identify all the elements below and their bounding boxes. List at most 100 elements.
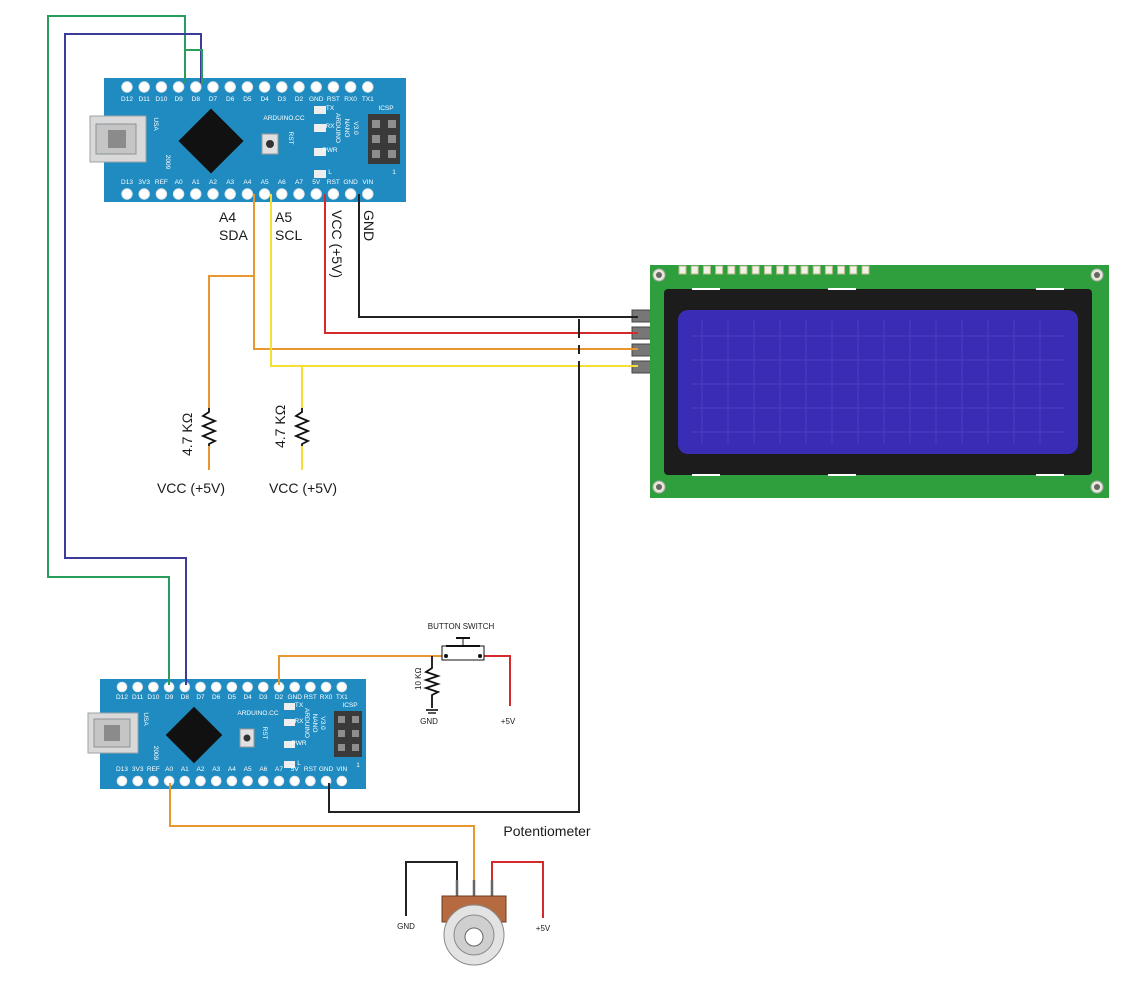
pin-label: D7 <box>209 96 218 103</box>
led-label-l: L <box>297 760 301 767</box>
pot-gnd-label: GND <box>397 922 415 931</box>
pin-rst <box>327 188 340 200</box>
pin-d13 <box>116 775 128 787</box>
pullup-left-supply: VCC (+5V) <box>157 480 225 496</box>
icsp-label: ICSP <box>378 105 393 112</box>
a5-label: A5 <box>275 209 292 225</box>
pin-label: A5 <box>261 179 269 186</box>
pin-d11 <box>132 681 144 693</box>
model-line-3: V3.0 <box>319 716 326 730</box>
button-resistor-value: 10 KΩ <box>414 668 423 690</box>
pin-label: D10 <box>147 694 159 701</box>
pot-vcc-label: +5V <box>536 924 551 933</box>
button-switch[interactable] <box>441 637 485 661</box>
wire-green-d9 <box>47 15 186 685</box>
pin-a5 <box>242 775 253 787</box>
led-label-rx: RX <box>294 718 304 725</box>
pin-label: 3V3 <box>138 179 150 186</box>
pin-a3 <box>210 775 222 787</box>
pin-label: D11 <box>132 694 144 701</box>
pin-d6 <box>224 81 236 93</box>
year-label: 2009 <box>164 155 171 170</box>
pin-label: A5 <box>244 766 252 773</box>
wire-black-pot-gnd <box>405 861 458 916</box>
pin-rx0 <box>344 81 357 93</box>
lcd-header-pin <box>690 265 699 275</box>
brand-label: ARDUINO.CC <box>263 115 304 122</box>
pin-rst <box>305 775 316 787</box>
pin-label: D8 <box>181 694 190 701</box>
pin-rst <box>327 81 340 93</box>
wire-orange-pullup <box>208 275 254 408</box>
wire-orange-d2 <box>278 655 442 685</box>
pin-d8 <box>179 681 191 693</box>
pin-5v <box>289 775 300 787</box>
pin-ref <box>155 188 168 200</box>
pin-a3 <box>224 188 236 200</box>
icsp-pin1-label: 1 <box>356 762 360 769</box>
lcd-header-pin <box>800 265 809 275</box>
pin-d13 <box>121 188 133 200</box>
wire-black-gnd-bottom <box>328 319 580 813</box>
pin-d7 <box>195 681 206 693</box>
pin-a4 <box>241 188 254 200</box>
pin-label: D4 <box>260 96 269 103</box>
pin-d4 <box>258 81 271 93</box>
pin-gnd <box>310 81 322 93</box>
pin-d4 <box>242 681 253 693</box>
pin-a7 <box>273 775 285 787</box>
status-leds: TX RX PWR L <box>284 702 307 768</box>
pin-label: 5V <box>291 766 300 773</box>
wire-yellow-scl <box>270 194 638 367</box>
pin-a0 <box>172 188 185 200</box>
lcd-header-pin <box>751 265 760 275</box>
lcd-header-pins <box>678 265 870 275</box>
pin-label: A0 <box>165 766 173 773</box>
pin-label: D11 <box>138 96 150 103</box>
lcd-header-pin <box>727 265 736 275</box>
board-pcb <box>100 679 366 789</box>
pin-tx1 <box>362 81 374 93</box>
pin-label: VIN <box>336 766 347 773</box>
brand-label: ARDUINO.CC <box>237 710 278 717</box>
pin-a5 <box>258 188 271 200</box>
lcd-header-pin <box>763 265 772 275</box>
pin-d8 <box>190 81 202 93</box>
pin-label: D13 <box>116 766 128 773</box>
button-switch-title: BUTTON SWITCH <box>428 622 495 631</box>
lcd-header-pin <box>849 265 858 275</box>
potentiometer-title: Potentiometer <box>503 823 590 839</box>
usa-label: USA <box>142 712 149 726</box>
lcd-header-pin <box>715 265 724 275</box>
arduino-nano-bottom: USA 2009 ARDUINO.CC RST TX RX PWR L ARDU… <box>87 679 366 789</box>
pin-label: D4 <box>243 694 252 701</box>
pin-d11 <box>138 81 150 93</box>
pin-label: REF <box>155 179 168 186</box>
pin-label: D9 <box>165 694 174 701</box>
lcd-header-pin <box>824 265 833 275</box>
lcd-16x2-module <box>631 265 1109 498</box>
model-label: ARDUINO NANO V3.0 <box>334 113 359 143</box>
potentiometer[interactable] <box>441 880 507 966</box>
wire-purple-d8 <box>64 33 202 685</box>
pin-d12 <box>121 81 133 93</box>
pin-ref <box>148 775 159 787</box>
pin-label: D5 <box>243 96 252 103</box>
pin-a6 <box>258 775 269 787</box>
pin-3v3 <box>138 188 150 200</box>
model-line-1: ARDUINO <box>303 708 310 738</box>
pullup-right-value: 4.7 KΩ <box>272 405 288 448</box>
wires <box>47 15 638 918</box>
led-label-l: L <box>328 169 332 176</box>
status-leds: TX RX PWR L <box>314 105 338 178</box>
pin-label: A4 <box>243 179 251 186</box>
usa-label: USA <box>152 117 159 131</box>
pin-a1 <box>179 775 191 787</box>
pullup-right-supply: VCC (+5V) <box>269 480 337 496</box>
pin-rst <box>305 681 316 693</box>
pin-label: D3 <box>278 96 287 103</box>
pin-label: RX0 <box>320 694 333 701</box>
pin-label: GND <box>287 694 302 701</box>
icsp-pin1-label: 1 <box>392 169 396 176</box>
